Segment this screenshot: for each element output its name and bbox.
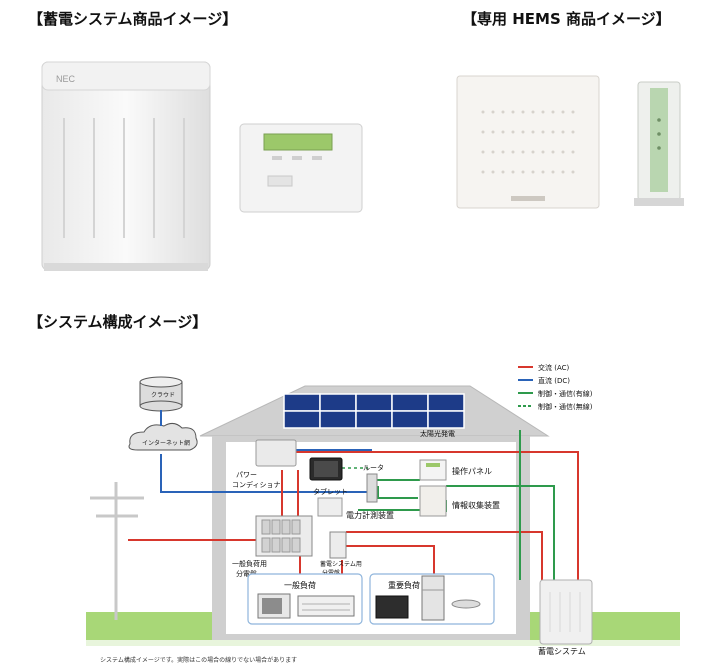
power-conditioner-label-1: パワー: [236, 471, 257, 479]
cloud-storage-icon: [139, 376, 183, 412]
internet-label: インターネット網: [142, 439, 190, 447]
power-meter-label: 電力計測装置: [346, 510, 394, 520]
battery-system-device: [539, 579, 593, 645]
legend: 交流 (AC) 直流 (DC) 制御・通信(有線) 制御・通信(無線): [518, 363, 593, 411]
utility-pole: [90, 482, 144, 620]
legend-ac: 交流 (AC): [538, 363, 570, 372]
power-meter-device: [317, 497, 343, 517]
router-label: ルータ: [363, 463, 384, 472]
important-load-label: 重要負荷: [388, 580, 420, 590]
general-panel-label-2: 分電盤: [236, 569, 257, 578]
tablet-label: タブレット: [313, 487, 348, 496]
solar-panels: [283, 393, 465, 429]
battery-unit-image: NEC: [41, 61, 211, 271]
power-conditioner-label-2: コンディショナ: [232, 480, 281, 489]
legend-comm-wired: 制御・通信(有線): [538, 389, 593, 398]
hems-collector-image: [456, 75, 600, 209]
power-conditioner-device: [255, 439, 297, 467]
hems-router-image: [634, 81, 684, 206]
info-collector-label: 情報収集装置: [452, 500, 500, 510]
heading-hems-products: 【専用 HEMS 商品イメージ】: [462, 10, 671, 28]
battery-panel-label-2: 分電盤: [322, 569, 340, 577]
battery-panel-label-1: 蓄電システム用: [320, 560, 362, 568]
control-panel-label: 操作パネル: [452, 466, 492, 476]
air-conditioner-icon: [297, 595, 355, 617]
ceiling-light-icon: [451, 599, 481, 609]
router-device: [366, 473, 378, 503]
heading-battery-products: 【蓄電システム商品イメージ】: [28, 10, 238, 28]
battery-unit-logo: NEC: [56, 74, 76, 84]
heading-system-config: 【システム構成イメージ】: [28, 313, 208, 331]
info-collector-device: [419, 485, 447, 517]
solar-label: 太陽光発電: [420, 429, 455, 438]
cloud-label: クラウド: [151, 391, 175, 399]
battery-system-label: 蓄電システム: [538, 646, 586, 656]
general-panel-label-1: 一般負荷用: [232, 559, 267, 568]
control-panel-image: [239, 123, 363, 213]
tv-icon: [375, 595, 409, 619]
battery-distribution-panel: [329, 531, 347, 559]
footnote: システム構成イメージです。実際はこの場合の線りでない場合があります: [100, 656, 297, 664]
general-load-label: 一般負荷: [284, 580, 316, 590]
legend-comm-wireless: 制御・通信(無線): [538, 402, 593, 411]
refrigerator-icon: [421, 575, 445, 621]
legend-dc: 直流 (DC): [538, 376, 570, 385]
internet-cloud-icon: [128, 422, 198, 451]
